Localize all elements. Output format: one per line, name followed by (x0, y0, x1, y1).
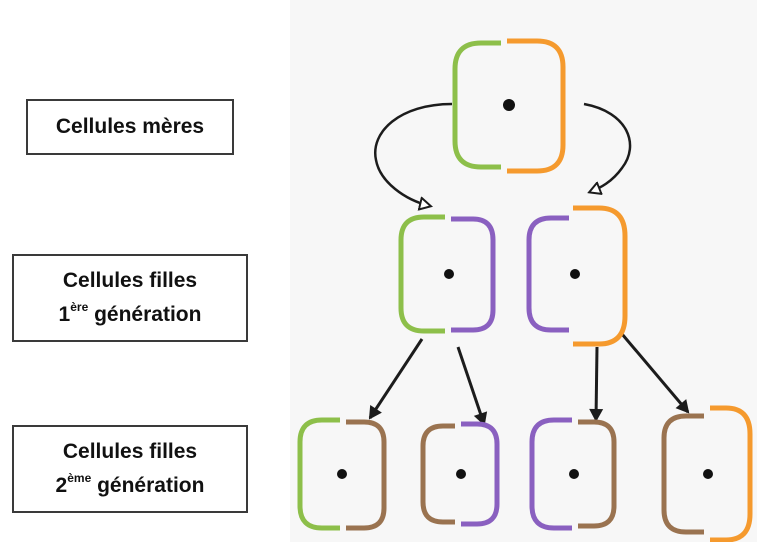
green-left-half (452, 40, 501, 170)
second-generation-cell-b (420, 421, 500, 527)
second-generation-number: 2 (55, 474, 68, 497)
second-generation-label-line1: Cellules filles (62, 440, 198, 463)
second-generation-cell-d (661, 405, 753, 542)
purple-right-half (461, 421, 500, 527)
nucleus (570, 269, 580, 279)
first-generation-ordinal-suffix: ère (70, 300, 89, 314)
brown-left-half (420, 423, 455, 525)
brown-right-half (346, 419, 387, 531)
curved-arrow-left (373, 102, 453, 206)
nucleus (703, 469, 713, 479)
orange-right-half (573, 205, 628, 347)
second-generation-label: Cellules filles 2ème génération (12, 425, 248, 513)
second-generation-cell-c (529, 417, 617, 531)
nucleus (503, 99, 515, 111)
first-generation-cell-a (398, 214, 496, 334)
brown-right-half (578, 419, 617, 529)
second-generation-label-line2: 2ème génération (56, 469, 205, 503)
nucleus (337, 469, 347, 479)
mother-cells-label: Cellules mères (26, 99, 234, 155)
arrow-gen1a-to-gen2b (456, 346, 488, 426)
orange-right-half (710, 405, 753, 542)
purple-right-half (451, 216, 496, 333)
second-generation-word: génération (91, 474, 205, 497)
first-generation-label: Cellules filles 1ère génération (12, 254, 248, 342)
arrow-gen1b-to-gen2c (589, 346, 604, 422)
orange-right-half (507, 38, 566, 174)
nucleus (456, 469, 466, 479)
brown-left-half (661, 413, 704, 535)
purple-left-half (529, 417, 572, 531)
first-generation-word: génération (88, 303, 202, 326)
arrow-gen1b-to-gen2d (620, 333, 690, 414)
green-left-half (297, 417, 340, 531)
first-generation-cell-b (526, 205, 628, 347)
first-generation-number: 1 (58, 303, 71, 326)
arrow-gen1a-to-gen2a (368, 338, 424, 420)
first-generation-label-line1: Cellules filles (62, 269, 198, 292)
mother-cell (452, 38, 566, 174)
curved-arrow-right (583, 102, 632, 192)
nucleus (569, 469, 579, 479)
purple-left-half (526, 215, 569, 333)
first-generation-label-line2: 1ère génération (59, 298, 202, 332)
mother-cells-label-text: Cellules mères (55, 115, 205, 138)
nucleus (444, 269, 454, 279)
diagram-background (290, 0, 757, 542)
green-left-half (398, 214, 445, 334)
second-generation-ordinal-suffix: ème (67, 471, 92, 485)
second-generation-cell-a (297, 417, 387, 531)
